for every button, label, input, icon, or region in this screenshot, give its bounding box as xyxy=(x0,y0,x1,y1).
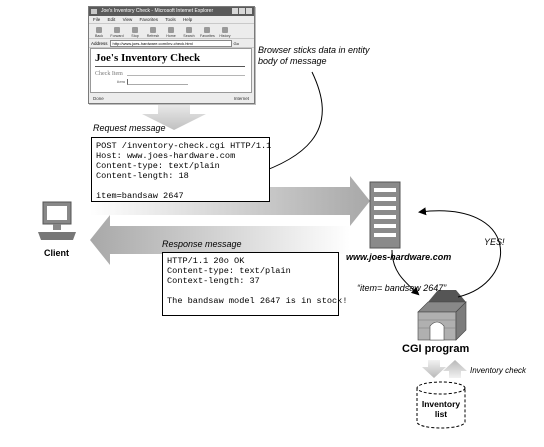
request-line-3: Content-type: text/plain xyxy=(96,161,220,171)
browser-window: Joe's Inventory Check - Microsoft Intern… xyxy=(88,6,255,104)
menu-edit[interactable]: Edit xyxy=(107,17,116,22)
browser-menu-bar: File Edit View Favorites Tools Help xyxy=(89,16,254,24)
fieldset-border xyxy=(127,75,245,76)
inventory-list-database-icon xyxy=(416,381,466,429)
inventory-list-label-line-1: Inventory xyxy=(421,399,461,409)
cgi-program-icon xyxy=(417,290,467,341)
favorites-icon xyxy=(204,27,210,33)
menu-file[interactable]: File xyxy=(93,17,101,22)
item-input[interactable] xyxy=(127,79,188,85)
forward-icon xyxy=(114,27,120,33)
menu-view[interactable]: View xyxy=(122,17,133,22)
browser-page-content: Joe's Inventory Check Check Item item xyxy=(90,48,252,93)
response-line-1: HTTP/1.1 20o OK xyxy=(167,256,245,266)
response-line-4 xyxy=(167,286,334,296)
item-label: item xyxy=(117,79,125,84)
address-label: Address xyxy=(91,40,108,46)
response-message-label: Response message xyxy=(162,239,242,249)
response-line-2: Content-type: text/plain xyxy=(167,266,291,276)
browser-toolbar: Back Forward Stop Refresh Home Search Fa… xyxy=(89,24,254,39)
history-button[interactable]: History xyxy=(218,27,232,38)
browser-status-bar: Done Internet xyxy=(90,95,252,102)
request-line-6: item=bandsaw 2647 xyxy=(96,191,184,201)
address-bar: Address http://www.joes-hardware.com/inv… xyxy=(89,39,254,48)
refresh-icon xyxy=(150,27,156,33)
browser-annotation-line-1: Browser sticks data in entity xyxy=(258,45,370,55)
request-line-2: Host: www.joes-hardware.com xyxy=(96,151,236,161)
favorites-button[interactable]: Favorites xyxy=(200,27,215,38)
cgi-data-label: “item= bandsaw 2647” xyxy=(357,283,447,293)
request-line-5 xyxy=(96,181,265,191)
refresh-button[interactable]: Refresh xyxy=(146,27,160,38)
page-heading: Joe's Inventory Check xyxy=(95,52,201,64)
client-label: Client xyxy=(44,248,70,258)
inventory-result-arrow xyxy=(443,360,467,378)
inventory-list-label: Inventory list xyxy=(417,399,465,419)
go-button[interactable]: Go xyxy=(233,40,239,46)
response-message-box: HTTP/1.1 20o OK Content-type: text/plain… xyxy=(162,252,348,316)
response-line-5: The bandsaw model 2647 is in stock! xyxy=(167,296,348,306)
browser-title-bar: Joe's Inventory Check - Microsoft Intern… xyxy=(89,7,254,16)
ie-logo-icon xyxy=(91,9,97,14)
home-button[interactable]: Home xyxy=(164,27,178,38)
address-input[interactable]: http://www.joes-hardware.com/inv-check.h… xyxy=(109,39,232,47)
menu-help[interactable]: Help xyxy=(182,17,193,22)
request-message-box: POST /inventory-check.cgi HTTP/1.1 Host:… xyxy=(91,137,272,202)
heading-rule xyxy=(95,66,245,67)
cgi-program-label: CGI program xyxy=(402,343,470,355)
yes-label: YES! xyxy=(484,237,505,247)
search-icon xyxy=(186,27,192,33)
client-computer-icon xyxy=(38,201,76,240)
home-icon xyxy=(168,27,174,33)
inventory-list-label-line-2: list xyxy=(434,409,448,419)
inventory-query-arrow xyxy=(422,360,446,378)
window-controls xyxy=(232,8,252,14)
form-legend: Check Item xyxy=(95,71,123,77)
server-to-cgi-arrow xyxy=(391,249,420,296)
stop-button[interactable]: Stop xyxy=(128,27,142,38)
status-done: Done xyxy=(93,96,104,101)
stop-icon xyxy=(132,27,138,33)
back-icon xyxy=(96,27,102,33)
inventory-check-label: Inventory check xyxy=(470,366,527,375)
forward-button[interactable]: Forward xyxy=(110,27,124,38)
response-line-3: Context-length: 37 xyxy=(167,276,260,286)
close-icon[interactable] xyxy=(246,8,252,14)
browser-annotation: Browser sticks data in entity body of me… xyxy=(258,45,370,67)
cgi-to-server-arrow xyxy=(418,207,502,298)
menu-favorites[interactable]: Favorites xyxy=(139,17,159,22)
browser-window-title: Joe's Inventory Check - Microsoft Intern… xyxy=(101,8,214,14)
request-message-label: Request message xyxy=(93,123,166,133)
server-label: www.joes-hardware.com xyxy=(346,252,452,262)
request-line-4: Content-length: 18 xyxy=(96,171,189,181)
back-button[interactable]: Back xyxy=(92,27,106,38)
browser-annotation-line-2: body of message xyxy=(258,56,327,66)
minimize-icon[interactable] xyxy=(232,8,238,14)
server-icon xyxy=(369,181,401,249)
history-icon xyxy=(222,27,228,33)
browser-down-arrow xyxy=(142,105,206,130)
menu-tools[interactable]: Tools xyxy=(165,17,176,22)
status-zone: Internet xyxy=(233,96,249,101)
maximize-icon[interactable] xyxy=(239,8,245,14)
search-button[interactable]: Search xyxy=(182,27,196,38)
request-line-1: POST /inventory-check.cgi HTTP/1.1 xyxy=(96,141,272,151)
